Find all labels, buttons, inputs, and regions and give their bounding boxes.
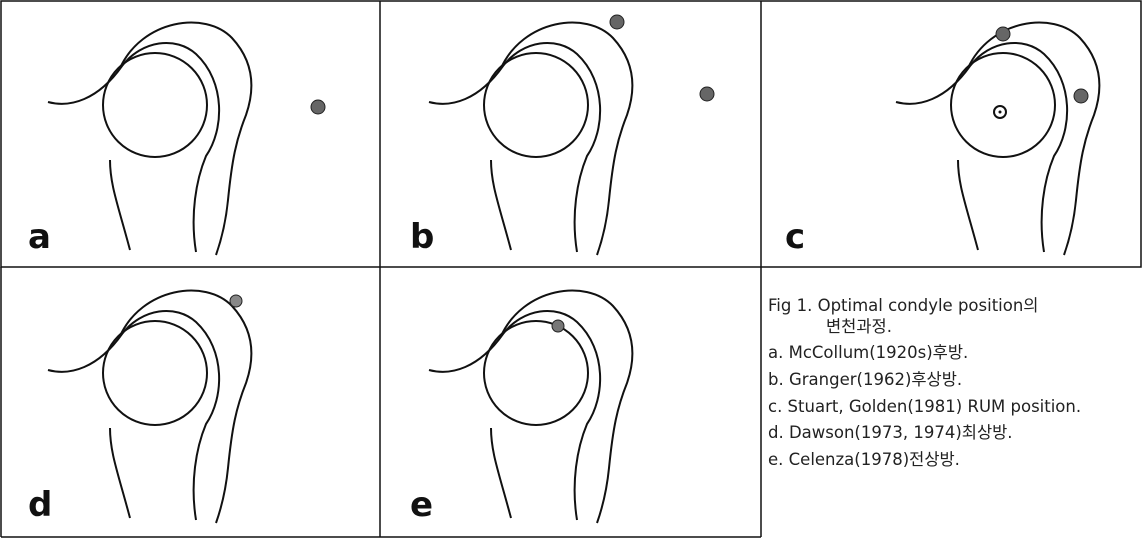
condyle-marker-b-top [610,15,624,29]
caption-item-c: c. Stuart, Golden(1981) RUM position. [768,397,1140,418]
panel-letter-e: e [410,485,433,525]
panel-e: e [410,291,632,525]
panel-a: a [28,23,325,257]
caption-item-e: e. Celenza(1978)전상방. [768,450,1140,471]
caption-title-continued: 변천과정. [826,317,1140,338]
panel-letter-c: c [785,217,805,257]
panel-letter-d: d [28,485,52,525]
condyle-diagram-c [896,23,1099,255]
condyle-diagram-e [429,291,632,523]
panel-d: d [28,291,251,525]
condyle-marker-c-right [1074,89,1088,103]
condyle-marker-d [230,295,242,307]
condyle-marker-c-top [996,27,1010,41]
panel-c: c [785,23,1099,257]
condyle-diagram-a [48,23,251,255]
caption-item-d: d. Dawson(1973, 1974)최상방. [768,423,1140,444]
condyle-marker-b-right [700,87,714,101]
caption-title: Fig 1. Optimal condyle position의 [768,296,1140,317]
panel-letter-a: a [28,217,51,257]
figure-caption: Fig 1. Optimal condyle position의 변천과정. a… [768,296,1140,476]
rotation-center-dot [999,111,1002,114]
panel-b: b [410,15,714,257]
condyle-marker-a [311,100,325,114]
caption-item-b: b. Granger(1962)후상방. [768,370,1140,391]
condyle-marker-e [552,320,564,332]
caption-item-a: a. McCollum(1920s)후방. [768,343,1140,364]
condyle-diagram-b [429,23,632,255]
condyle-diagram-d [48,291,251,523]
panel-letter-b: b [410,217,434,257]
